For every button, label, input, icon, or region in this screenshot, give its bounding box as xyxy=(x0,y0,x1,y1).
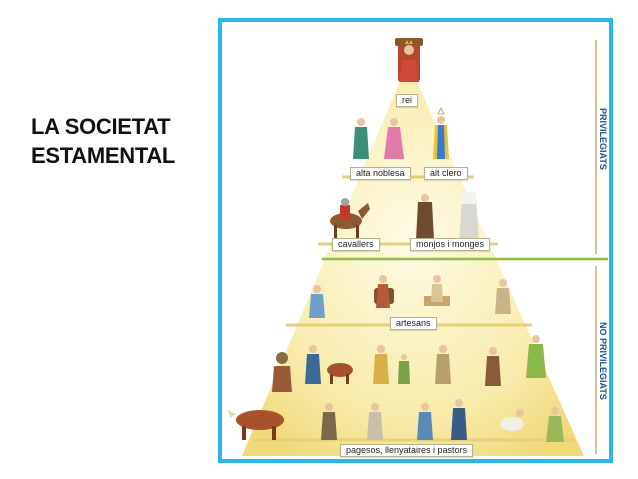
monk-figure xyxy=(416,194,434,240)
peasant-figure xyxy=(321,403,337,440)
nun-figure xyxy=(459,192,479,240)
pyramid-frame: rei alta noblesa alt clero cavallers mon… xyxy=(218,18,613,463)
pyramid-diagram xyxy=(228,38,608,456)
label-alt-clero: alt clero xyxy=(424,167,468,180)
label-pagesos: pagesos, llenyataires i pastors xyxy=(340,444,474,457)
peasant-figure xyxy=(398,354,410,384)
label-monjos-i-monges: monjos i monges xyxy=(410,238,491,251)
title-line-2: ESTAMENTAL xyxy=(31,143,176,168)
side-label-privileged: PRIVILEGIATS xyxy=(598,108,608,170)
shepherd-figure xyxy=(546,407,564,442)
artisan-figure xyxy=(374,275,394,308)
peasant-figure xyxy=(373,345,389,384)
woodcutter-figure xyxy=(367,403,383,440)
peasant-figure xyxy=(305,345,321,384)
artisan-figure xyxy=(495,279,511,314)
bishop-figure xyxy=(433,106,449,159)
peasant-figure xyxy=(485,347,501,386)
label-cavallers: cavallers xyxy=(332,238,380,251)
noble-figure xyxy=(353,118,369,159)
shepherd-figure xyxy=(500,409,524,431)
ox-figure xyxy=(327,363,353,384)
page-title: LA SOCIETAT ESTAMENTAL xyxy=(31,112,175,170)
label-artesans: artesans xyxy=(390,317,437,330)
peasant-figure xyxy=(451,399,467,440)
peasant-figure xyxy=(526,335,546,378)
title-line-1: LA SOCIETAT xyxy=(31,114,171,139)
knight-figure xyxy=(330,198,370,239)
noble-figure xyxy=(384,118,404,159)
ox-figure xyxy=(228,410,284,440)
label-rei: rei xyxy=(396,94,419,107)
peasant-figure xyxy=(435,345,451,384)
artisan-figure xyxy=(309,285,325,318)
peasant-figure xyxy=(272,352,292,392)
woodcutter-figure xyxy=(417,403,433,440)
artisan-figure xyxy=(424,275,450,306)
label-alta-noblesa: alta noblesa xyxy=(350,167,411,180)
side-label-non-privileged: NO PRIVILEGIATS xyxy=(598,322,608,400)
king-figure xyxy=(395,38,423,82)
